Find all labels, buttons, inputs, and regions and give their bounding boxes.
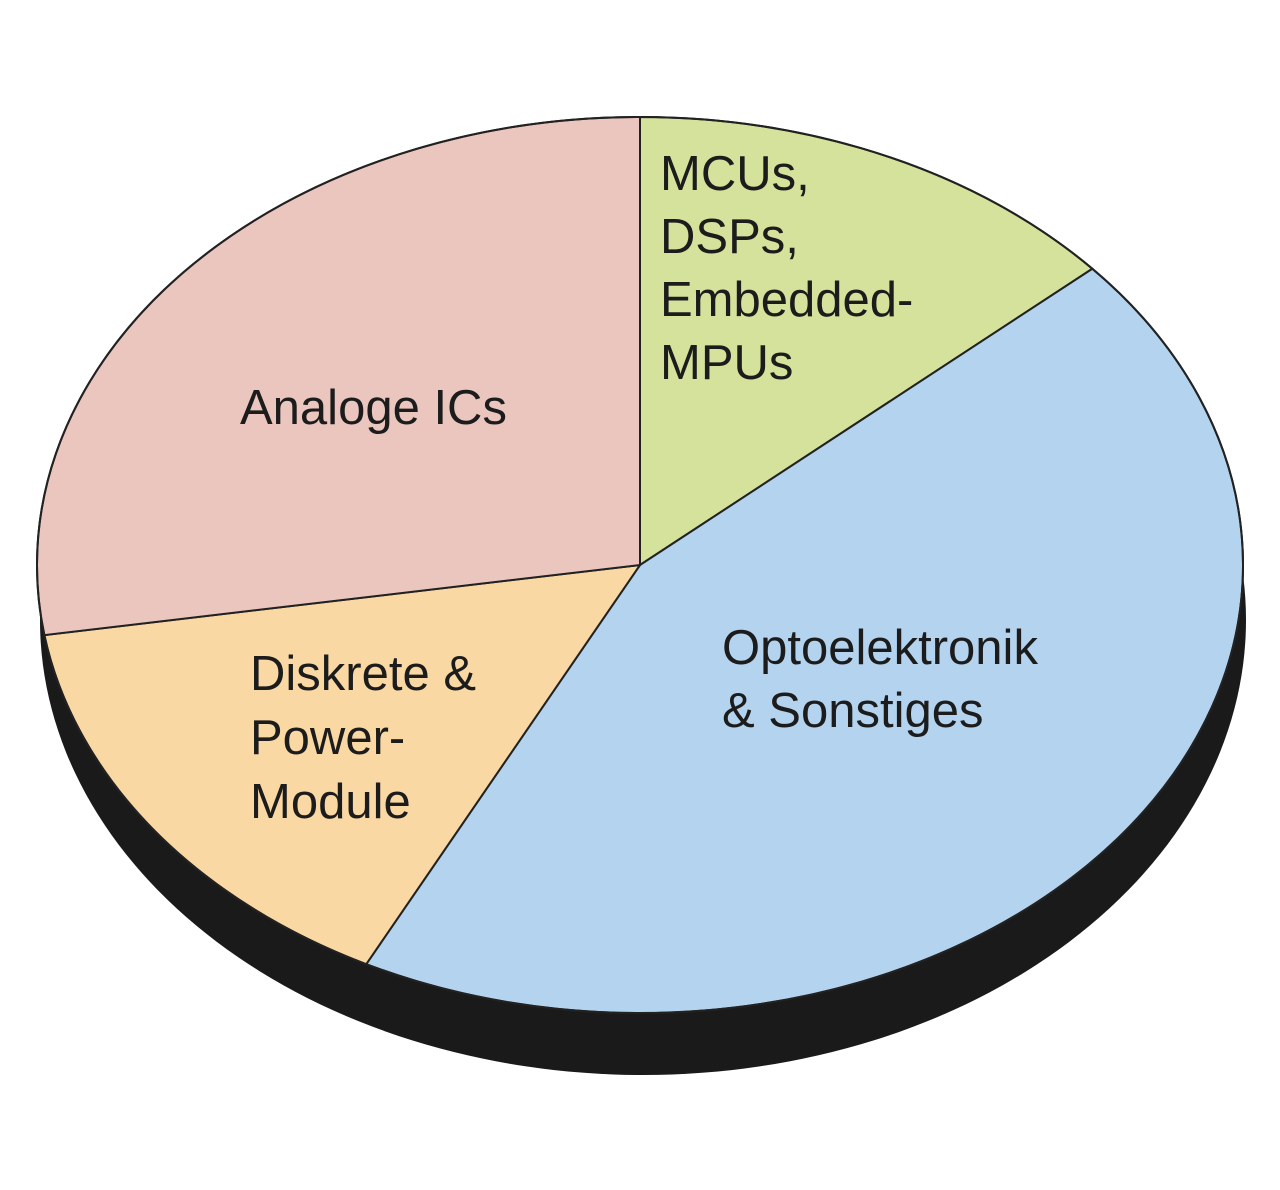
slice-label-line: Optoelektronik	[722, 621, 1038, 675]
slice-label-line: MCUs,	[660, 147, 810, 201]
slice-label-1: Optoelektronik & Sonstiges	[722, 621, 1038, 738]
slice-label-0: MCUs, DSPs, Embedded- MPUs	[660, 147, 913, 390]
slice-label-line: Diskrete &	[250, 647, 476, 701]
slice-label-line: Module	[250, 775, 411, 829]
slice-label-line: MPUs	[660, 336, 793, 390]
slice-label-2: Diskrete & Power- Module	[250, 647, 476, 829]
slice-label-line: DSPs,	[660, 210, 799, 264]
pie-slice-3	[36, 116, 641, 637]
pie-slices	[36, 116, 1244, 1015]
slice-label-line: Analoge ICs	[240, 381, 507, 435]
pie-outline	[36, 116, 1244, 1014]
slice-label-3: Analoge ICs	[240, 381, 507, 435]
slice-label-line: Embedded-	[660, 273, 913, 327]
slice-label-line: & Sonstiges	[722, 684, 984, 738]
slice-label-line: Power-	[250, 711, 405, 765]
